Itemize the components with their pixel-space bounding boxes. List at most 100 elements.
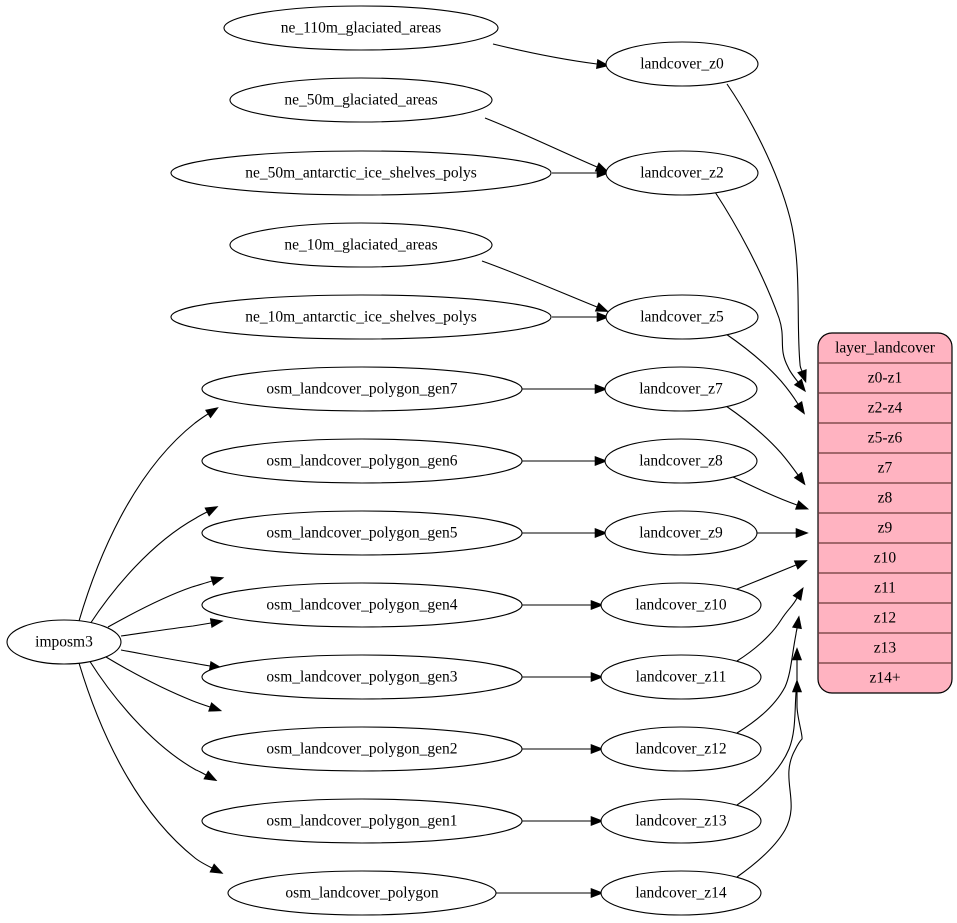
node-label: osm_landcover_polygon_gen1 [266, 813, 457, 830]
edge-path [481, 260, 598, 308]
node-osm_landcover_polygon_gen1[interactable]: osm_landcover_polygon_gen1 [201, 798, 523, 844]
edge-arrowhead-icon [208, 702, 223, 712]
edge-arrowhead-icon [791, 615, 802, 630]
node-label: landcover_z2 [640, 165, 724, 182]
layer-table-row-label: z7 [878, 460, 893, 477]
edge-arrowhead-icon [794, 500, 810, 510]
node-osm_landcover_polygon_gen7[interactable]: osm_landcover_polygon_gen7 [201, 366, 523, 412]
node-shape-ellipse [6, 619, 122, 665]
layer-table-row-z5-z6[interactable]: z5-z6 [868, 430, 903, 447]
node-landcover_z7[interactable]: landcover_z7 [604, 366, 758, 412]
node-landcover_z10[interactable]: landcover_z10 [600, 582, 762, 628]
node-label: landcover_z0 [640, 56, 724, 73]
node-label: osm_landcover_polygon_gen6 [266, 453, 457, 470]
edge-path [78, 413, 209, 622]
node-ne_110m_glaciated_areas[interactable]: ne_110m_glaciated_areas [223, 5, 499, 51]
edge-landcover_z5-to-row_z5-z6 [725, 333, 806, 415]
node-osm_landcover_polygon_gen2[interactable]: osm_landcover_polygon_gen2 [201, 726, 523, 772]
node-shape-ellipse [170, 150, 552, 196]
layer-table-row-z7[interactable]: z7 [878, 460, 893, 477]
node-imposm3[interactable]: imposm3 [6, 619, 122, 665]
node-label: osm_landcover_polygon_gen3 [266, 669, 457, 686]
node-shape-ellipse [201, 726, 523, 772]
layer-table-row-z10[interactable]: z10 [874, 550, 897, 567]
node-shape-ellipse [605, 294, 759, 340]
layer-table-row-z12[interactable]: z12 [874, 610, 896, 627]
node-landcover_z2[interactable]: landcover_z2 [605, 150, 759, 196]
edge-arrowhead-icon [590, 671, 604, 683]
layer-table-row-label: z9 [878, 520, 893, 537]
layer-table-row-z11[interactable]: z11 [874, 580, 896, 597]
edge-path [120, 649, 211, 667]
layer-table-row-z9[interactable]: z9 [878, 520, 893, 537]
node-landcover_z12[interactable]: landcover_z12 [600, 726, 762, 772]
node-ne_10m_glaciated_areas[interactable]: ne_10m_glaciated_areas [229, 222, 493, 268]
node-ne_50m_glaciated_areas[interactable]: ne_50m_glaciated_areas [229, 77, 493, 123]
node-label: osm_landcover_polygon_gen7 [266, 381, 457, 398]
layer-table-row-label: z12 [874, 610, 896, 627]
edge-arrowhead-icon [793, 560, 808, 570]
node-landcover_z5[interactable]: landcover_z5 [605, 294, 759, 340]
node-shape-ellipse [201, 654, 523, 700]
layer-table-row-z2-z4[interactable]: z2-z4 [868, 400, 903, 417]
node-landcover_z14[interactable]: landcover_z14 [600, 870, 762, 916]
node-shape-ellipse [170, 294, 552, 340]
node-osm_landcover_polygon_gen5[interactable]: osm_landcover_polygon_gen5 [201, 510, 523, 556]
edge-arrowhead-icon [797, 369, 807, 384]
layer-table-row-label: z0-z1 [868, 370, 902, 387]
node-landcover_z8[interactable]: landcover_z8 [604, 438, 758, 484]
node-osm_landcover_polygon_gen3[interactable]: osm_landcover_polygon_gen3 [201, 654, 523, 700]
layer-table-row-z8[interactable]: z8 [878, 490, 893, 507]
node-label: landcover_z9 [639, 525, 723, 542]
node-shape-ellipse [600, 654, 762, 700]
edge-path [732, 476, 798, 506]
layer-table-row-label: z10 [874, 550, 897, 567]
edge-landcover_z2-to-row_z2-z4 [714, 191, 806, 393]
edge-imposm3-to-osm_landcover_polygon_gen5 [107, 576, 225, 628]
node-shape-ellipse [229, 77, 493, 123]
layer-table-row-z14+[interactable]: z14+ [869, 670, 900, 687]
edge-arrowhead-icon [209, 618, 224, 629]
node-label: ne_50m_antarctic_ice_shelves_polys [245, 165, 477, 182]
edge-path [726, 83, 803, 372]
node-ne_10m_antarctic_ice_shelves_polys[interactable]: ne_10m_antarctic_ice_shelves_polys [170, 294, 552, 340]
edge-path [105, 656, 211, 708]
edge-landcover_z7-to-row_z7 [725, 405, 806, 486]
node-osm_landcover_polygon[interactable]: osm_landcover_polygon [227, 870, 497, 916]
node-shape-ellipse [604, 510, 758, 556]
node-label: osm_landcover_polygon_gen5 [266, 525, 457, 542]
node-landcover_z9[interactable]: landcover_z9 [604, 510, 758, 556]
node-osm_landcover_polygon_gen4[interactable]: osm_landcover_polygon_gen4 [201, 582, 523, 628]
edge-arrowhead-icon [594, 527, 608, 539]
node-landcover_z13[interactable]: landcover_z13 [600, 798, 762, 844]
edge-osm_landcover_polygon_gen4-to-landcover_z10 [522, 599, 604, 611]
node-label: ne_10m_glaciated_areas [284, 237, 437, 254]
node-label: landcover_z11 [636, 669, 727, 686]
node-osm_landcover_polygon_gen6[interactable]: osm_landcover_polygon_gen6 [201, 438, 523, 484]
edge-path [78, 662, 213, 869]
layer-table-row-z13[interactable]: z13 [874, 640, 897, 657]
edge-imposm3-to-osm_landcover_polygon [78, 662, 224, 874]
layer-table-row-label: z8 [878, 490, 893, 507]
node-label: osm_landcover_polygon [285, 885, 439, 902]
node-landcover_z11[interactable]: landcover_z11 [600, 654, 762, 700]
node-label: osm_landcover_polygon_gen4 [266, 597, 457, 614]
edge-arrowhead-icon [793, 378, 806, 393]
node-layer: imposm3 ne_110m_glaciated_areas ne_50m_gla… [6, 5, 762, 916]
edge-path [484, 117, 598, 168]
layer-table-row-z0-z1[interactable]: z0-z1 [868, 370, 902, 387]
edge-osm_landcover_polygon_gen5-to-landcover_z9 [522, 527, 608, 539]
layer-landcover-table[interactable]: layer_landcoverz0-z1z2-z4z5-z6z7z8z9z10z… [817, 332, 953, 694]
edge-arrowhead-icon [590, 743, 604, 755]
node-label: imposm3 [35, 634, 93, 651]
edge-path [492, 43, 598, 65]
node-landcover_z0[interactable]: landcover_z0 [605, 41, 759, 87]
layer-table-row-label: z14+ [869, 670, 900, 687]
edge-arrowhead-icon [596, 311, 610, 323]
edge-path [88, 659, 207, 776]
node-ne_50m_antarctic_ice_shelves_polys[interactable]: ne_50m_antarctic_ice_shelves_polys [170, 150, 552, 196]
edge-landcover_z14-to-row_z14+ [736, 679, 803, 878]
edge-path [725, 333, 799, 405]
edge-arrowhead-icon [791, 647, 803, 661]
